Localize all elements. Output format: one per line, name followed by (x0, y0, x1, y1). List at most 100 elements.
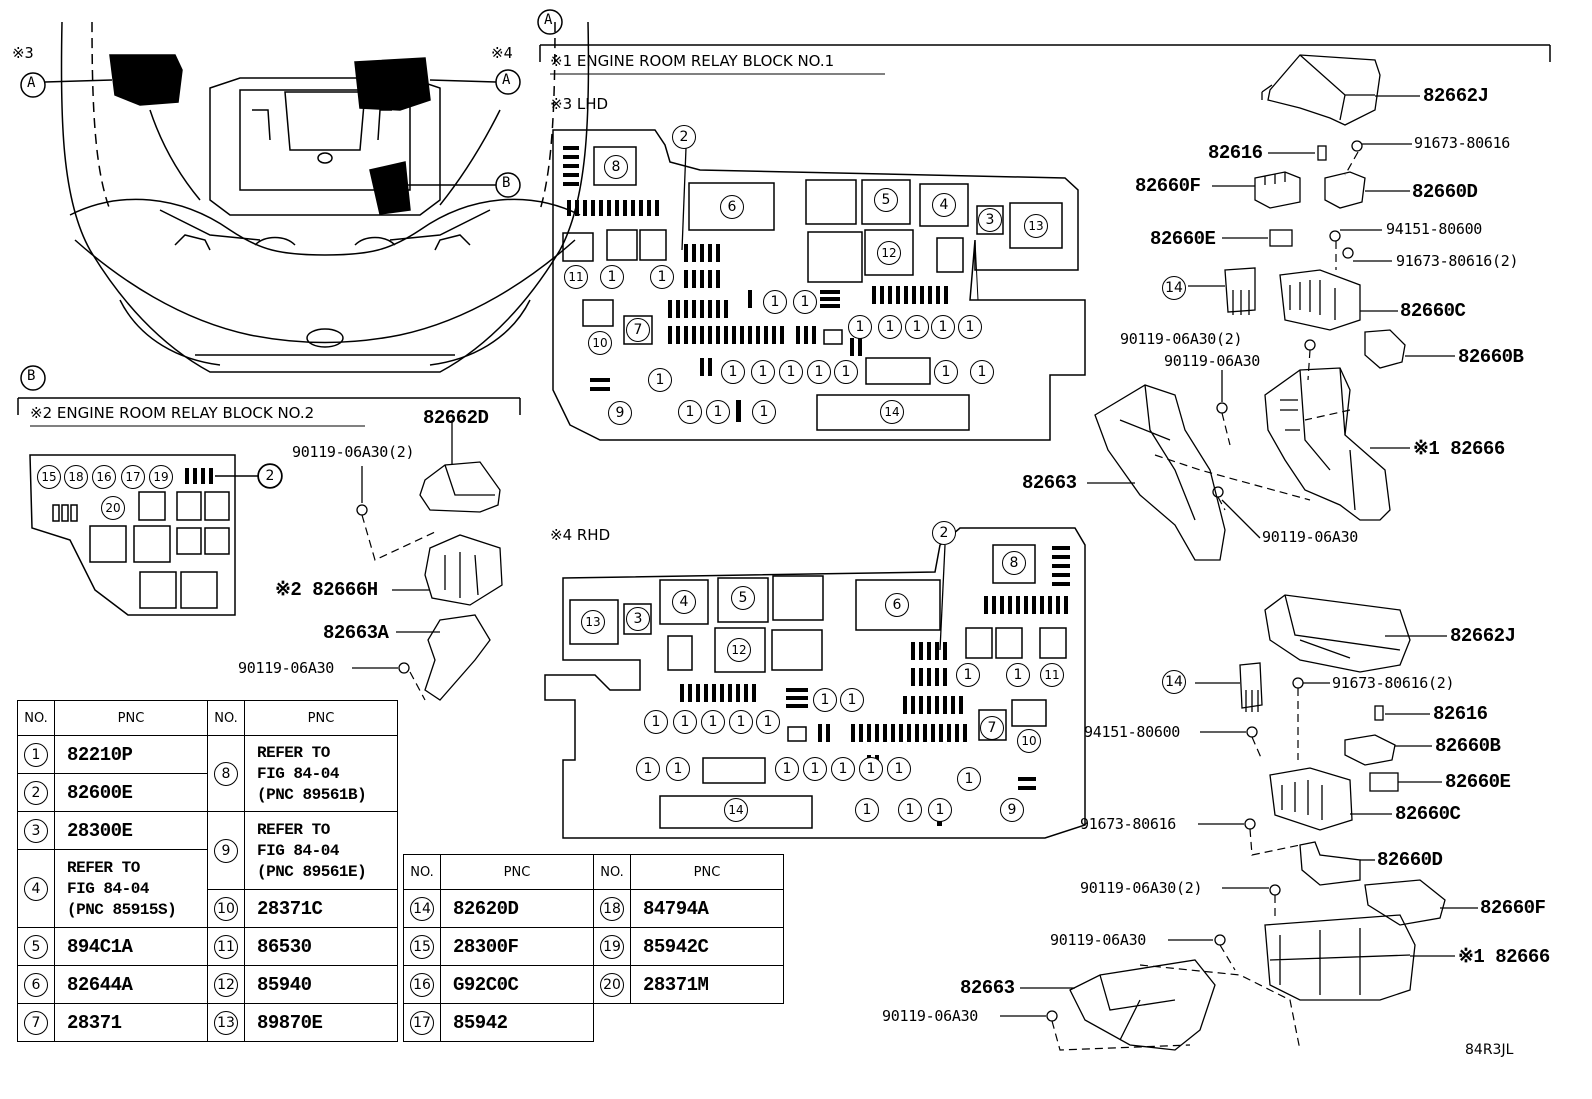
legend-row-no: 4 (17, 849, 55, 928)
legend-row-no: 5 (17, 927, 55, 966)
block-marker-1: 1 (1006, 663, 1030, 687)
legend-row-no: 17 (403, 1003, 441, 1042)
block-marker-15: 15 (37, 465, 61, 489)
block-marker-1: 1 (840, 688, 864, 712)
part-94151-80600-lower: 94151-80600 (1084, 723, 1181, 741)
block-marker-1: 1 (957, 767, 981, 791)
part-82660c-upper: 82660C (1400, 300, 1466, 322)
block-marker-1: 1 (600, 265, 624, 289)
legend-row-pnc: 82620D (440, 889, 594, 928)
part-82660b-lower: 82660B (1435, 735, 1501, 757)
block-marker-18: 18 (64, 465, 88, 489)
legend-row-pnc: 85940 (244, 965, 398, 1004)
legend-row-pnc: G92C0C (440, 965, 594, 1004)
part-82660b-upper: 82660B (1458, 346, 1524, 368)
block-marker-1: 1 (831, 757, 855, 781)
figure-code: 84R3JL (1465, 1042, 1514, 1058)
block-marker-19: 19 (149, 465, 173, 489)
legend-number: 1 (24, 742, 48, 767)
leader-lines (352, 95, 1478, 1017)
exploded-parts-upper (1094, 54, 1406, 561)
lhd-fuse-strips (563, 146, 948, 422)
exploded-parts-no2 (356, 461, 503, 701)
lhd-relay-block (552, 129, 1086, 441)
part-14-lower: 14 (1162, 670, 1186, 694)
block-marker-1: 1 (898, 798, 922, 822)
part-82660e-lower: 82660E (1445, 771, 1511, 793)
block-marker-1: 1 (928, 798, 952, 822)
legend-number: 7 (24, 1010, 48, 1035)
legend-row-no: 8 (207, 735, 245, 812)
block-marker-3: 3 (978, 208, 1002, 232)
block-marker-1: 1 (763, 290, 787, 314)
engine-bay-overview (60, 21, 590, 373)
legend-header-no: NO. (17, 700, 55, 736)
block-marker-1: 1 (905, 315, 929, 339)
legend-number: 11 (214, 934, 238, 959)
part-82660c-lower: 82660C (1395, 803, 1461, 825)
legend-row-pnc: 28371M (630, 965, 784, 1004)
part-82663-upper: 82663 (1022, 472, 1077, 494)
block-marker-12: 12 (727, 638, 751, 662)
lhd-label: ※3 LHD (550, 95, 609, 113)
block-marker-16: 16 (92, 465, 116, 489)
block-marker-20: 20 (101, 496, 125, 520)
block-marker-1: 1 (775, 757, 799, 781)
legend-row-no: 16 (403, 965, 441, 1004)
callout-a-section (20, 9, 563, 391)
legend-number: 6 (24, 972, 48, 997)
block-marker-1: 1 (636, 757, 660, 781)
legend-number: 19 (600, 934, 624, 959)
block-marker-8: 8 (1002, 551, 1026, 575)
block-marker-12: 12 (877, 241, 901, 265)
part-82616-lower: 82616 (1433, 703, 1488, 725)
rhd-relay-block (544, 527, 1086, 839)
part-82660d-lower: 82660D (1377, 849, 1443, 871)
part-90119-06a30-2-b: 90119-06A30(2) (292, 443, 415, 461)
legend-number: 2 (24, 780, 48, 805)
note3-label: ※3 (12, 44, 34, 62)
legend-row-pnc: REFER TO FIG 84-04 (PNC 89561E) (244, 811, 398, 890)
legend-header-pnc: PNC (440, 854, 594, 890)
legend-number: 15 (410, 934, 434, 959)
legend-number: 13 (214, 1010, 238, 1035)
legend-row-pnc: 82644A (54, 965, 208, 1004)
block-marker-4: 4 (672, 590, 696, 614)
block-marker-9: 9 (608, 401, 632, 425)
part-91673-80616-2-lower: 91673-80616(2) (1332, 674, 1455, 692)
relay-block-no2 (29, 454, 283, 616)
part-90119-06a30-2-lower: 90119-06A30(2) (1080, 879, 1203, 897)
block-marker-3: 3 (626, 607, 650, 631)
legend-row-pnc: 82600E (54, 773, 208, 812)
part-90119-06a30-a-lower: 90119-06A30 (1050, 931, 1147, 949)
section-a-frame (539, 44, 1551, 75)
block-marker-7: 7 (626, 318, 650, 342)
callout-b-engine (405, 172, 521, 198)
legend-row-no: 9 (207, 811, 245, 890)
block-marker-10: 10 (1017, 729, 1041, 753)
part-82662d: 82662D (423, 407, 489, 429)
section-b-heading: ※2 ENGINE ROOM RELAY BLOCK NO.2 (30, 404, 315, 422)
legend-row-pnc: 85942C (630, 927, 784, 966)
part-82660e-upper: 82660E (1150, 228, 1216, 250)
block-marker-14: 14 (880, 400, 904, 424)
block-marker-1: 1 (934, 360, 958, 384)
part-14-lower-number: 14 (1162, 670, 1186, 694)
legend-row-no: 3 (17, 811, 55, 850)
part-91673-80616-lower: 91673-80616 (1080, 815, 1177, 833)
part-94151-80600-upper: 94151-80600 (1386, 220, 1483, 238)
rhd-label: ※4 RHD (550, 526, 611, 544)
legend-row-pnc: 84794A (630, 889, 784, 928)
part-82662j-lower: 82662J (1450, 625, 1516, 647)
legend-row-pnc: 89870E (244, 1003, 398, 1042)
legend-row-no: 13 (207, 1003, 245, 1042)
block-marker-1: 1 (701, 710, 725, 734)
callout-a-left-letter: A (27, 75, 36, 91)
block-marker-13: 13 (1024, 214, 1048, 238)
block-marker-5: 5 (731, 586, 755, 610)
block-marker-6: 6 (885, 593, 909, 617)
block-marker-7: 7 (980, 716, 1004, 740)
block-marker-1: 1 (751, 360, 775, 384)
note4-label: ※4 (491, 44, 513, 62)
block-marker-1: 1 (970, 360, 994, 384)
